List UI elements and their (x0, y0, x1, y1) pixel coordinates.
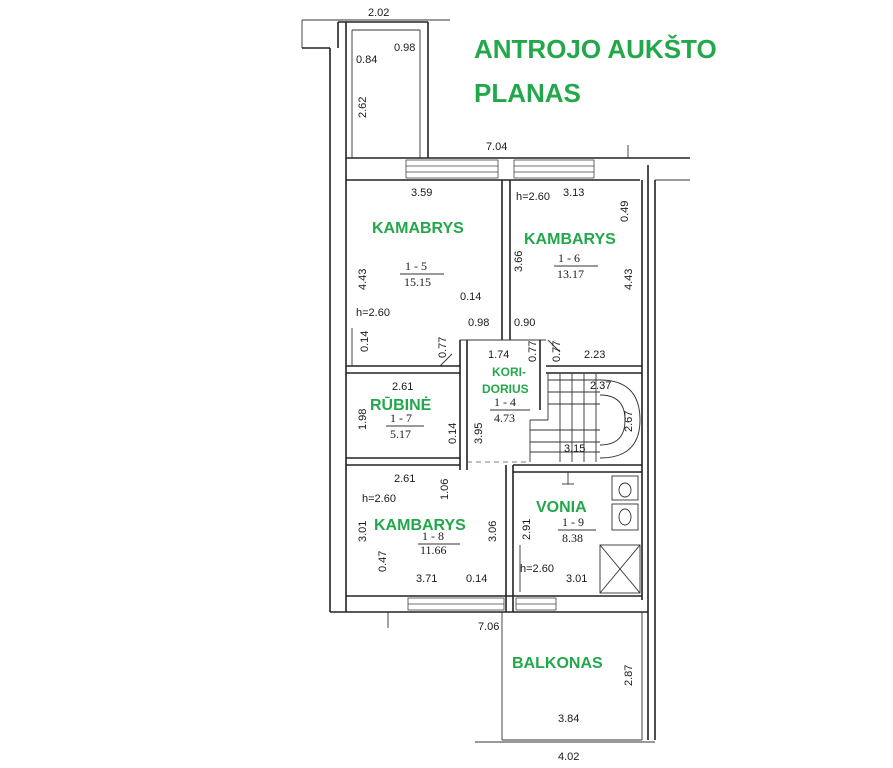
room-label: VONIA (536, 499, 587, 516)
room-label: RŪBINĖ (370, 395, 432, 414)
dim-r5-wall-b: 0.14 (460, 291, 481, 303)
walls (301, 19, 690, 743)
dim-balc-outer-width: 4.02 (558, 751, 579, 763)
dim-r5-height: 4.43 (357, 269, 369, 290)
dim-stair-top-b: 0.98 (394, 42, 415, 54)
dim-r6-offset: 0.49 (619, 201, 631, 222)
dim-r6-ceiling: h=2.60 (516, 191, 550, 203)
dim-balc-width: 3.84 (558, 713, 579, 725)
dim-r5-width: 3.59 (411, 187, 432, 199)
dim-r5-door: 0.77 (437, 337, 449, 358)
room-code: 1 - 8 (422, 529, 444, 543)
dim-r9-ceiling: h=2.60 (520, 563, 554, 575)
dim-top-width: 2.02 (368, 7, 389, 19)
dim-corridor-top-b: 0.90 (514, 317, 535, 329)
dim-corridor-top-a: 0.98 (468, 317, 489, 329)
dim-r9-depth: 2.91 (521, 519, 533, 540)
dim-r7-wall: 0.14 (447, 423, 459, 444)
room-label: KAMBARYS (374, 517, 466, 534)
dim-r8-width-top: 2.61 (394, 473, 415, 485)
room-code: 1 - 5 (405, 259, 427, 273)
plan-title-line2: PLANAS (474, 78, 581, 108)
room-area: 8.38 (562, 531, 583, 545)
room-label: KAMABRYS (372, 220, 464, 237)
room-label-line2: DORIUS (482, 382, 529, 396)
dim-corridor-door: 0.77 (527, 341, 539, 362)
dim-stair-depth: 2.62 (357, 97, 369, 118)
room-code: 1 - 9 (562, 515, 584, 529)
room-area: 4.73 (494, 411, 515, 425)
dim-r5-wall-a: 0.14 (359, 331, 371, 352)
staircase (529, 373, 641, 462)
dim-r6-height: 4.43 (623, 269, 635, 290)
dim-r6-depth: 3.66 (513, 251, 525, 272)
dim-r7-height: 1.98 (357, 409, 369, 430)
room-1-5: KAMABRYS 1 - 5 15.15 (372, 220, 464, 289)
bathroom-fixtures (562, 472, 641, 594)
door-markers (351, 328, 561, 592)
room-code: 1 - 7 (390, 411, 412, 425)
dim-r8-wall: 1.06 (439, 479, 451, 500)
dim-stairs-bottom: 3.15 (564, 443, 585, 455)
room-balcony: BALKONAS (512, 655, 603, 672)
room-label: KAMBARYS (524, 231, 616, 248)
dim-corridor-width: 1.74 (488, 349, 509, 361)
room-1-9: VONIA 1 - 9 8.38 (536, 499, 596, 545)
dim-r7-width: 2.61 (392, 381, 413, 393)
dim-stairs-top: 2.37 (590, 380, 611, 392)
room-code: 1 - 4 (494, 395, 516, 409)
dim-r8-height: 3.01 (357, 521, 369, 542)
dim-r5-ceiling: h=2.60 (356, 307, 390, 319)
dim-r8-depth: 3.06 (487, 521, 499, 542)
dim-stairs-side: 2.67 (623, 411, 635, 432)
room-area: 15.15 (404, 275, 431, 289)
dim-r9-width: 3.01 (566, 573, 587, 585)
dim-r8-ceiling: h=2.60 (362, 493, 396, 505)
room-label-line1: KORI- (492, 365, 526, 379)
dim-r6-width: 3.13 (563, 187, 584, 199)
dim-corridor-length: 3.95 (473, 423, 485, 444)
dim-stair-top-a: 0.84 (356, 54, 377, 66)
room-1-4: KORI- DORIUS 1 - 4 4.73 (482, 365, 530, 425)
dimension-labels: 2.02 0.84 0.98 2.62 7.04 3.59 4.43 h=2.6… (356, 7, 635, 763)
dim-r6-door: 0.77 (551, 341, 563, 362)
dim-r8-offset: 0.47 (377, 551, 389, 572)
room-label: BALKONAS (512, 655, 603, 672)
dim-r8-width-bottom: 3.71 (416, 573, 437, 585)
room-area: 11.66 (420, 543, 447, 557)
dim-balc-height: 2.87 (623, 665, 635, 686)
dim-r6-bottom: 2.23 (584, 349, 605, 361)
dim-overall-width-bottom: 7.06 (478, 621, 499, 633)
room-1-7: RŪBINĖ 1 - 7 5.17 (370, 395, 432, 441)
dim-r8-bottom-wall: 0.14 (466, 573, 487, 585)
room-code: 1 - 6 (558, 251, 580, 265)
plan-title-line1: ANTROJO AUKŠTO (474, 34, 717, 64)
room-1-6: KAMBARYS 1 - 6 13.17 (524, 231, 616, 281)
room-area: 5.17 (390, 427, 411, 441)
room-area: 13.17 (557, 267, 584, 281)
dim-overall-width-top: 7.04 (486, 141, 507, 153)
room-1-8: KAMBARYS 1 - 8 11.66 (374, 517, 466, 557)
